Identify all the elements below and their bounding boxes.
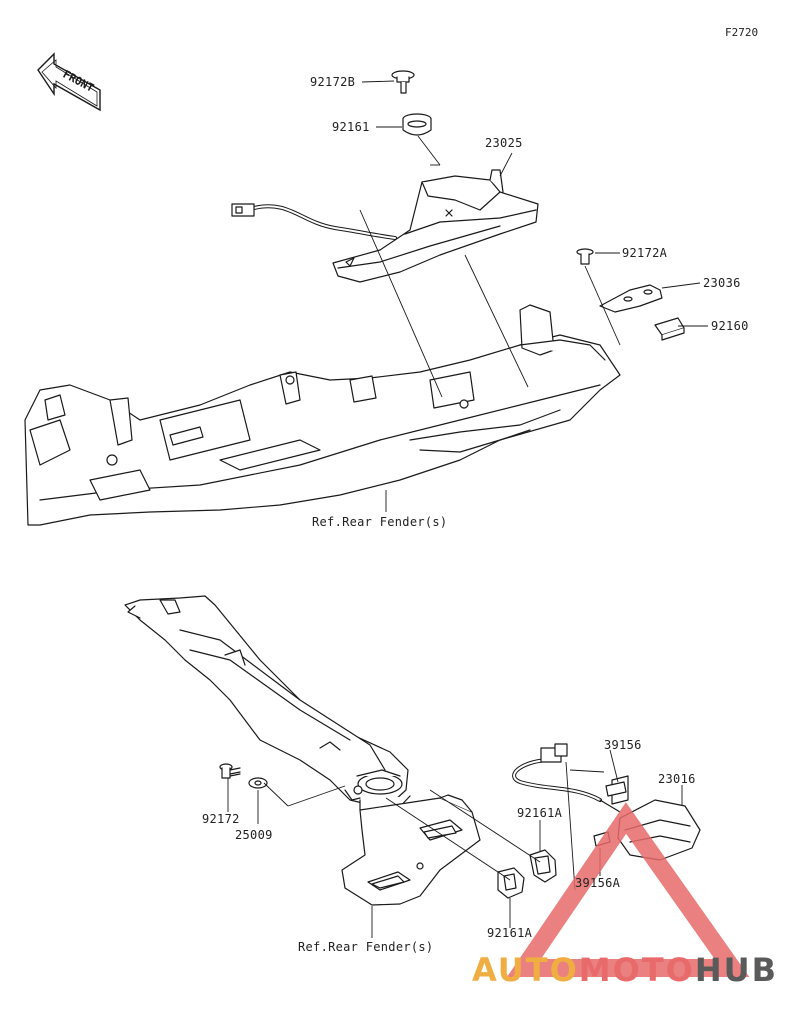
cover-23025 xyxy=(332,169,539,283)
label-25009: 25009 xyxy=(235,828,273,842)
label-23036: 23036 xyxy=(703,276,741,290)
washer-25009 xyxy=(248,777,268,789)
watermark-part-moto: MOTO xyxy=(578,951,695,989)
label-92172A: 92172A xyxy=(622,246,668,260)
label-92161A-right: 92161A xyxy=(517,806,563,820)
clip-39156 xyxy=(605,781,627,797)
label-23016: 23016 xyxy=(658,772,696,786)
rear-fender-lower-extension xyxy=(341,794,481,906)
label-ref-rear-fender-upper: Ref.Rear Fender(s) xyxy=(312,515,448,529)
label-92172: 92172 xyxy=(202,812,240,826)
label-39156A: 39156A xyxy=(575,876,621,890)
label-39156: 39156 xyxy=(604,738,642,752)
diagram-code: F2720 xyxy=(725,26,759,39)
grommet-92161A-lower xyxy=(497,867,525,899)
wire-harness-lower xyxy=(512,743,621,813)
label-92161: 92161 xyxy=(332,120,370,134)
bracket-23036 xyxy=(599,284,663,313)
label-92160: 92160 xyxy=(711,319,749,333)
screw-92172B xyxy=(391,70,415,94)
watermark-part-hub: HUB xyxy=(694,951,779,989)
bolt-92172 xyxy=(219,763,241,779)
label-ref-rear-fender-lower: Ref.Rear Fender(s) xyxy=(298,940,434,954)
grommet-92161A-right xyxy=(529,849,557,883)
grommet-92161 xyxy=(402,113,432,136)
bolt-92172A xyxy=(576,248,594,265)
label-23025: 23025 xyxy=(485,136,523,150)
label-92172B: 92172B xyxy=(310,75,356,89)
front-arrow-icon: FRONT xyxy=(37,52,101,112)
pad-92160 xyxy=(654,317,685,341)
watermark-part-auto: AUTO xyxy=(472,951,579,989)
watermark-logo-text: AUTOMOTOHUB xyxy=(472,950,778,990)
wire-harness-upper xyxy=(231,203,397,240)
rear-fender-upper xyxy=(24,304,621,526)
watermark-logo-triangle xyxy=(506,802,750,977)
rear-fender-lower xyxy=(124,595,411,819)
label-92161A-lower: 92161A xyxy=(487,926,533,940)
upper-leader-lines xyxy=(359,80,708,512)
